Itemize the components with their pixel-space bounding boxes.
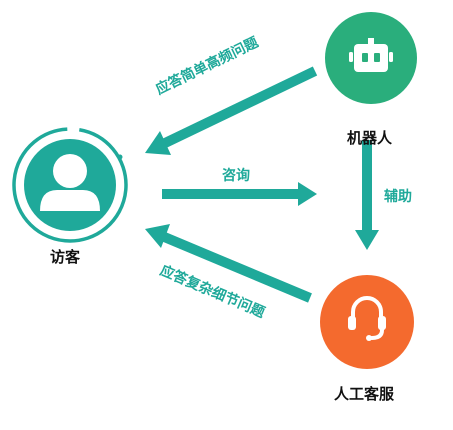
robot-label: 机器人 <box>347 129 393 147</box>
arrow-human-to-visitor <box>145 224 312 303</box>
robot-node <box>325 12 417 104</box>
user-icon <box>40 154 100 211</box>
human-agent-node <box>320 275 414 369</box>
visitor-node <box>12 127 128 243</box>
visitor-label: 访客 <box>50 248 81 266</box>
edge-label-consult: 咨询 <box>222 168 250 184</box>
arrow-visitor-to-robot <box>162 182 317 206</box>
headset-icon <box>348 296 386 341</box>
edge-label-assist: 辅助 <box>384 189 412 205</box>
arrow-robot-to-visitor <box>145 66 318 155</box>
human-agent-label: 人工客服 <box>334 385 395 403</box>
arrow-robot-to-human <box>355 140 379 250</box>
robot-icon <box>349 38 393 72</box>
